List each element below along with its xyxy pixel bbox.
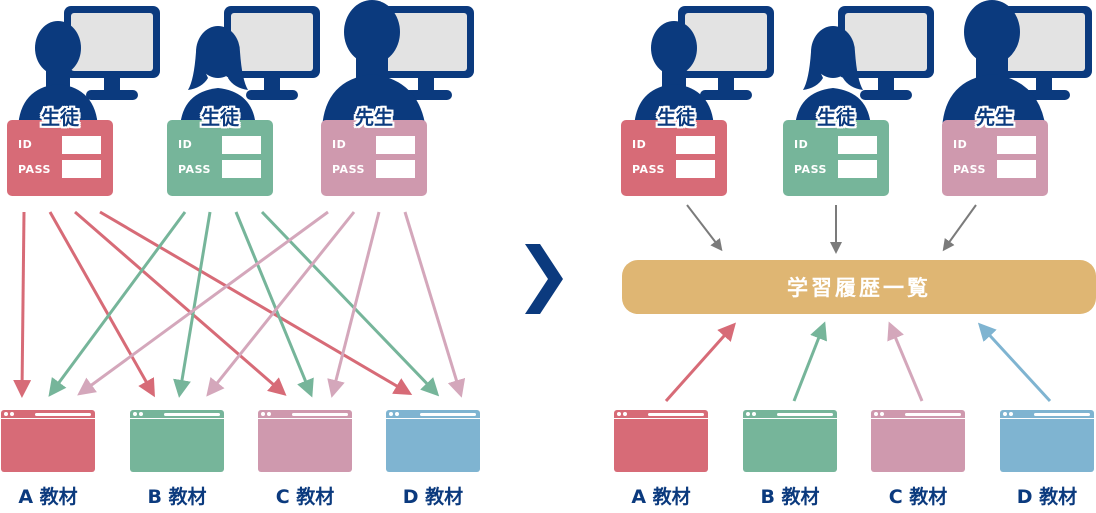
id-label: ID xyxy=(332,138,347,151)
id-label: ID xyxy=(632,138,647,151)
arrow-green-to-a xyxy=(48,211,187,397)
arrow-red-to-d xyxy=(99,210,413,396)
login-arrows xyxy=(13,210,466,398)
id-label: ID xyxy=(18,138,33,151)
arrow-pink-to-a xyxy=(77,210,329,396)
id-field xyxy=(376,136,415,154)
id-label: ID xyxy=(178,138,193,151)
pass-label: PASS xyxy=(794,163,827,176)
material-window-c xyxy=(258,410,352,472)
arrow-green-to-c xyxy=(234,211,314,398)
learning-history-hub: 学習履歴一覧 xyxy=(622,260,1096,314)
role-label: 生徒 xyxy=(816,107,855,129)
material-window-c xyxy=(871,410,965,472)
role-label: 生徒 xyxy=(200,107,239,129)
material-label: B 教材 xyxy=(760,486,820,508)
pass-label: PASS xyxy=(18,163,51,176)
id-field xyxy=(838,136,877,154)
arrow-red-to-c xyxy=(74,210,287,396)
hub-arrows xyxy=(686,204,977,254)
material-window-d xyxy=(1000,410,1094,472)
pass-field xyxy=(222,160,261,178)
arrow-pink-to-d xyxy=(403,211,466,398)
id-field xyxy=(676,136,715,154)
material-label: D 教材 xyxy=(1016,486,1078,508)
material-window-b xyxy=(130,410,224,472)
pass-field xyxy=(838,160,877,178)
pass-label: PASS xyxy=(178,163,211,176)
pass-field xyxy=(676,160,715,178)
login-card-student-2: ID PASS xyxy=(783,120,889,196)
material-label: D 教材 xyxy=(402,486,464,508)
role-label: 生徒 xyxy=(40,107,79,129)
pass-field xyxy=(62,160,101,178)
material-window-a xyxy=(614,410,708,472)
material-label: B 教材 xyxy=(147,486,207,508)
arrow-pink-to-b xyxy=(206,211,356,397)
id-field xyxy=(62,136,101,154)
arrow-green-to-d xyxy=(260,210,440,397)
login-card-teacher: ID PASS xyxy=(321,120,427,196)
material-arrows xyxy=(664,321,1052,403)
pass-label: PASS xyxy=(632,163,665,176)
role-label: 先生 xyxy=(975,107,1014,129)
material-label: A 教材 xyxy=(18,486,78,508)
arrow-red-to-a xyxy=(13,211,32,398)
login-card-teacher: ID PASS xyxy=(942,120,1048,196)
pass-label: PASS xyxy=(953,163,986,176)
id-label: ID xyxy=(794,138,809,151)
material-window-a xyxy=(1,410,95,472)
pass-field xyxy=(376,160,415,178)
material-label: C 教材 xyxy=(275,486,335,508)
role-label: 生徒 xyxy=(656,107,695,129)
login-card-student-1: ID PASS xyxy=(7,120,113,196)
login-card-student-1: ID PASS xyxy=(621,120,727,196)
pass-field xyxy=(997,160,1036,178)
id-label: ID xyxy=(953,138,968,151)
arrow-red-to-b xyxy=(48,211,155,398)
material-window-d xyxy=(386,410,480,472)
id-field xyxy=(222,136,261,154)
role-label: 先生 xyxy=(354,107,393,129)
chevron-right-icon xyxy=(525,244,563,314)
login-card-student-2: ID PASS xyxy=(167,120,273,196)
material-window-b xyxy=(743,410,837,472)
arrow-pink-to-c xyxy=(327,211,381,398)
pass-label: PASS xyxy=(332,163,365,176)
material-label: A 教材 xyxy=(631,486,691,508)
arrow-green-to-b xyxy=(173,211,212,398)
id-field xyxy=(997,136,1036,154)
material-label: C 教材 xyxy=(888,486,948,508)
